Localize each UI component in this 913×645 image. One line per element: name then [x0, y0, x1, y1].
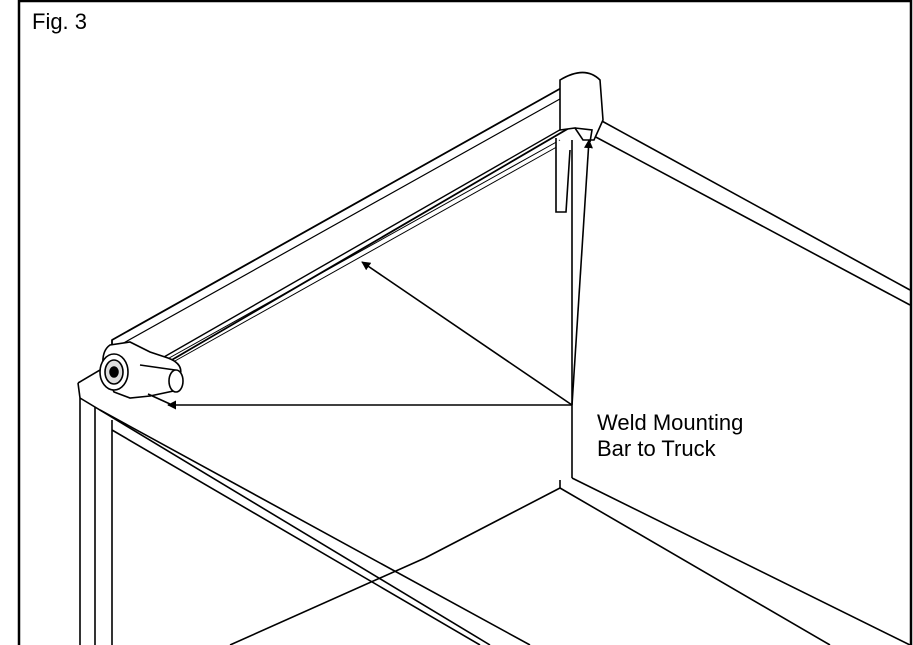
callout-line-2: Bar to Truck	[597, 436, 716, 461]
end-cap-left	[99, 341, 184, 405]
figure-label: Fig. 3	[32, 9, 88, 34]
truck-body	[77, 79, 911, 645]
end-bracket-right	[555, 71, 604, 213]
arrow-to-bar-center	[361, 261, 573, 406]
figure-frame	[17, 0, 913, 645]
weld-callout: Weld Mounting Bar to Truck	[597, 410, 743, 462]
weld-arrows	[167, 139, 593, 410]
callout-line-1: Weld Mounting	[597, 410, 744, 435]
awning-bar	[111, 77, 601, 374]
arrow-to-right-bracket	[571, 139, 593, 406]
